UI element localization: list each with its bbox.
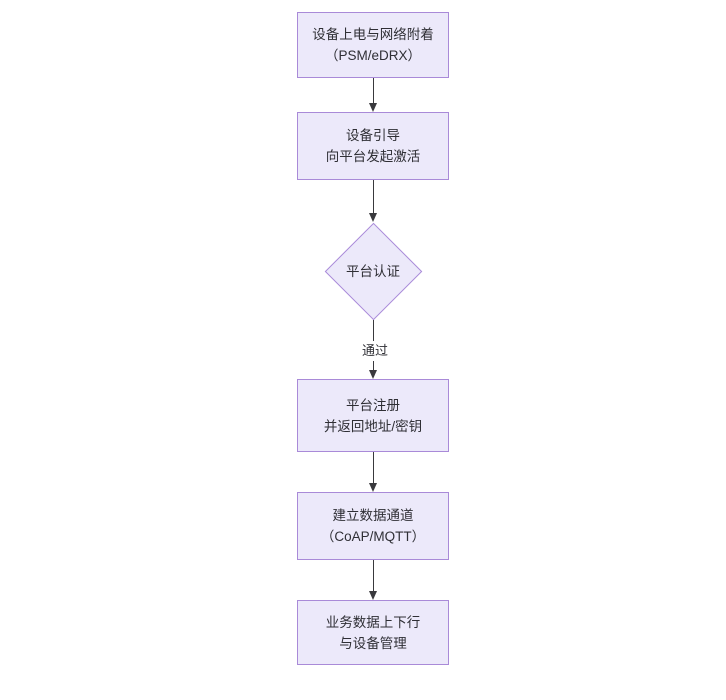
node-bootstrap-line-1: 设备引导 [346,128,400,143]
edge-line [373,78,374,103]
node-data-channel-line-1: 建立数据通道 [332,508,414,523]
edge-line [373,452,374,483]
edge-label-pass: 通过 [354,341,396,361]
edge-line [373,560,374,591]
node-power-on-line-1: 设备上电与网络附着 [312,27,434,42]
edge-bootstrap-to-platform-auth [369,180,377,222]
node-platform-register-line-2: 并返回地址/密钥 [323,418,423,434]
arrowhead-icon [369,483,377,492]
node-platform-register-line-1: 平台注册 [346,397,400,413]
arrowhead-icon [369,370,377,379]
node-business-data-line-1: 业务数据上下行 [325,614,421,630]
node-power-on-line-2: （PSM/eDRX） [324,48,422,63]
edge-power-on-to-bootstrap [369,78,377,112]
node-data-channel[interactable]: 建立数据通道 （CoAP/MQTT） [297,492,449,560]
arrowhead-icon [369,591,377,600]
node-business-data[interactable]: 业务数据上下行 与设备管理 [297,600,449,665]
node-platform-auth-label: 平台认证 [346,263,400,279]
node-platform-register[interactable]: 平台注册 并返回地址/密钥 [297,379,449,452]
node-platform-auth[interactable]: 平台认证 [324,222,422,320]
node-business-data-line-2: 与设备管理 [339,635,407,651]
node-bootstrap-line-2: 向平台发起激活 [325,149,421,164]
arrowhead-icon [369,103,377,112]
node-power-on[interactable]: 设备上电与网络附着 （PSM/eDRX） [297,12,449,78]
node-bootstrap[interactable]: 设备引导 向平台发起激活 [297,112,449,180]
edge-register-to-data-channel [369,452,377,492]
edge-line [373,180,374,213]
node-data-channel-line-2: （CoAP/MQTT） [320,529,426,544]
arrowhead-icon [369,213,377,222]
edge-data-channel-to-business [369,560,377,600]
